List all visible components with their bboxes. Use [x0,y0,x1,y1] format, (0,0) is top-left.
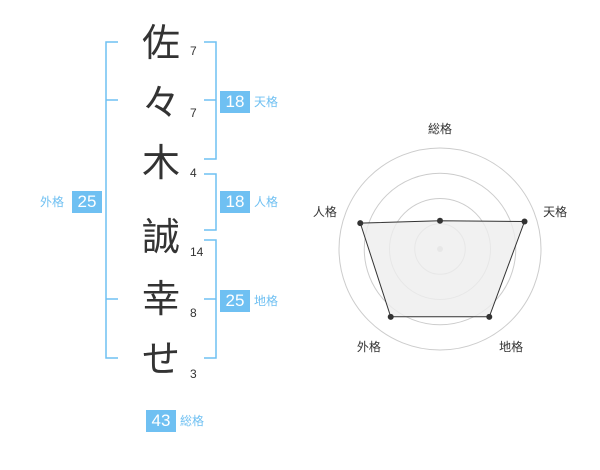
jinkaku-label: 人格 [254,195,279,209]
radar-axis-label-gaikaku: 外格 [356,340,381,355]
stroke-count-2: 7 [190,106,197,120]
stroke-count-4: 14 [190,245,204,259]
bracket-lines [105,41,217,359]
radar-ring [338,147,542,351]
radar-area [359,220,526,318]
radar-point-5 [357,220,364,227]
chikaku-label: 地格 [254,294,279,308]
gaikaku-label: 外格 [40,195,65,209]
radar-points [357,217,528,320]
stroke-count-1: 7 [190,44,197,58]
name-char-6: せ [141,337,180,381]
name-char-5: 幸 [141,277,180,321]
name-char-4: 誠 [141,215,180,259]
gaikaku-value: 25 [72,191,102,213]
radar-chart [338,147,542,351]
radar-point-3 [486,313,493,320]
jinkaku-value: 18 [220,191,250,213]
tenkaku-label: 天格 [254,95,279,109]
radar-axis-label-jinkaku: 人格 [312,205,337,220]
stroke-count-5: 8 [190,306,197,320]
name-char-1: 佐 [141,21,180,65]
soukaku-label: 総格 [180,414,205,428]
tenkaku-value: 18 [220,91,250,113]
radar-point-1 [437,217,443,224]
radar-point-4 [387,313,394,320]
stroke-count-3: 4 [190,166,197,180]
name-char-2: 々 [141,81,180,125]
name-char-3: 木 [141,141,180,185]
chikaku-value: 25 [220,290,250,312]
radar-axis-label-chikaku: 地格 [499,340,524,355]
radar-ring [363,172,517,326]
stroke-count-6: 3 [190,367,197,381]
radar-point-2 [521,218,528,225]
radar-axis-label-soukaku: 総格 [428,121,453,136]
radar-axis-label-tenkaku: 天格 [543,205,568,220]
soukaku-value: 43 [146,410,176,432]
